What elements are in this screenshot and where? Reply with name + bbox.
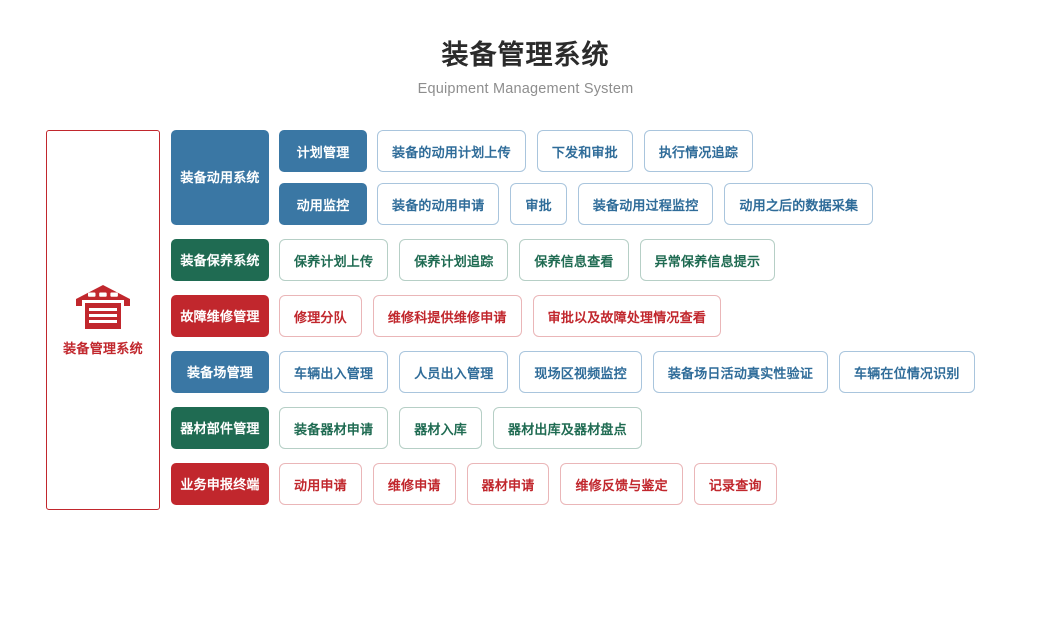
list-item[interactable]: 动用申请 (279, 463, 362, 505)
list-item[interactable]: 审批以及故障处理情况查看 (532, 295, 722, 337)
list-item[interactable]: 装备的动用申请 (377, 183, 500, 225)
item-list: 装备的动用计划上传 下发和审批 执行情况追踪 (377, 130, 754, 172)
module-row-equipment-maintenance: 装备保养系统 保养计划上传 保养计划追踪 保养信息查看 异常保养信息提示 (171, 239, 975, 281)
item-list: 车辆出入管理 人员出入管理 现场区视频监控 装备场日活动真实性验证 车辆在位情况… (279, 351, 975, 393)
list-item[interactable]: 装备场日活动真实性验证 (652, 351, 829, 393)
list-item[interactable]: 人员出入管理 (399, 351, 509, 393)
subrow-plan-management: 计划管理 装备的动用计划上传 下发和审批 执行情况追踪 (279, 130, 873, 172)
module-row-business-declaration: 业务申报终端 动用申请 维修申请 器材申请 维修反馈与鉴定 记录查询 (171, 463, 975, 505)
system-overview-panel[interactable]: 装备管理系统 (46, 130, 160, 510)
category-box-business-declaration[interactable]: 业务申报终端 (171, 463, 269, 505)
list-item[interactable]: 动用之后的数据采集 (724, 183, 874, 225)
page-title: 装备管理系统 (441, 40, 610, 70)
system-overview-label: 装备管理系统 (63, 341, 143, 356)
list-item[interactable]: 装备动用过程监控 (577, 183, 714, 225)
list-item[interactable]: 车辆出入管理 (279, 351, 389, 393)
list-item[interactable]: 器材入库 (399, 407, 483, 449)
subrow-stack: 计划管理 装备的动用计划上传 下发和审批 执行情况追踪 动用监控 装备的动用申请… (279, 130, 874, 225)
subcategory-box-dispatch-monitoring[interactable]: 动用监控 (279, 183, 367, 225)
list-item[interactable]: 记录查询 (693, 463, 777, 505)
list-item[interactable]: 修理分队 (279, 295, 362, 337)
list-item[interactable]: 现场区视频监控 (519, 351, 642, 393)
page-header: 装备管理系统 Equipment Management System (0, 38, 1051, 99)
list-item[interactable]: 保养计划追踪 (399, 239, 509, 281)
item-list: 装备器材申请 器材入库 器材出库及器材盘点 (279, 407, 642, 449)
list-item[interactable]: 下发和审批 (536, 130, 633, 172)
item-list: 动用申请 维修申请 器材申请 维修反馈与鉴定 记录查询 (279, 463, 777, 505)
list-item[interactable]: 维修科提供维修申请 (372, 295, 522, 337)
module-row-equipment-yard: 装备场管理 车辆出入管理 人员出入管理 现场区视频监控 装备场日活动真实性验证 … (171, 351, 975, 393)
item-list: 修理分队 维修科提供维修申请 审批以及故障处理情况查看 (279, 295, 722, 337)
page-subtitle: Equipment Management System (417, 81, 634, 97)
list-item[interactable]: 装备器材申请 (279, 407, 389, 449)
list-item[interactable]: 装备的动用计划上传 (377, 130, 526, 172)
category-box-equipment-yard[interactable]: 装备场管理 (171, 351, 269, 393)
list-item[interactable]: 审批 (510, 183, 567, 225)
module-diagram: 装备动用系统 计划管理 装备的动用计划上传 下发和审批 执行情况追踪 动用监控 … (171, 130, 975, 505)
list-item[interactable]: 器材出库及器材盘点 (493, 407, 642, 449)
list-item[interactable]: 异常保养信息提示 (639, 239, 776, 281)
list-item[interactable]: 保养信息查看 (519, 239, 629, 281)
module-row-equipment-dispatch: 装备动用系统 计划管理 装备的动用计划上传 下发和审批 执行情况追踪 动用监控 … (171, 130, 975, 225)
category-box-equipment-maintenance[interactable]: 装备保养系统 (171, 239, 269, 281)
subcategory-box-plan-management[interactable]: 计划管理 (279, 130, 367, 172)
list-item[interactable]: 保养计划上传 (279, 239, 389, 281)
warehouse-icon (74, 283, 132, 331)
subrow-dispatch-monitoring: 动用监控 装备的动用申请 审批 装备动用过程监控 动用之后的数据采集 (279, 183, 874, 225)
module-row-fault-repair: 故障维修管理 修理分队 维修科提供维修申请 审批以及故障处理情况查看 (171, 295, 975, 337)
item-list: 装备的动用申请 审批 装备动用过程监控 动用之后的数据采集 (377, 183, 874, 225)
category-box-fault-repair[interactable]: 故障维修管理 (171, 295, 269, 337)
list-item[interactable]: 维修反馈与鉴定 (560, 463, 683, 505)
category-box-equipment-dispatch[interactable]: 装备动用系统 (171, 130, 269, 225)
list-item[interactable]: 器材申请 (466, 463, 550, 505)
list-item[interactable]: 执行情况追踪 (643, 130, 754, 172)
list-item[interactable]: 维修申请 (372, 463, 456, 505)
item-list: 保养计划上传 保养计划追踪 保养信息查看 异常保养信息提示 (279, 239, 776, 281)
list-item[interactable]: 车辆在位情况识别 (839, 351, 975, 393)
module-row-parts-management: 器材部件管理 装备器材申请 器材入库 器材出库及器材盘点 (171, 407, 975, 449)
category-box-parts-management[interactable]: 器材部件管理 (171, 407, 269, 449)
